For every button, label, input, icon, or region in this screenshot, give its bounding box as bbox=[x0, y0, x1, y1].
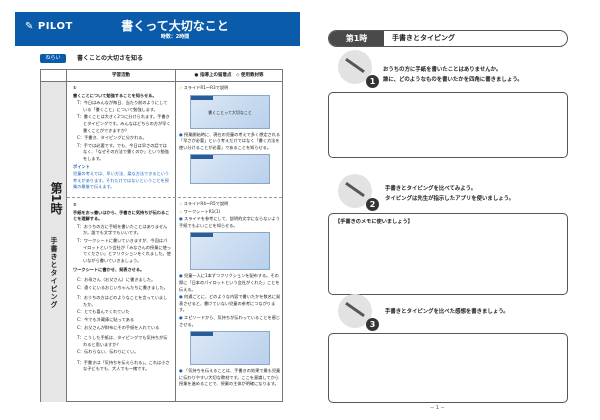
row-divider bbox=[67, 197, 282, 198]
question-1: おうちの方に手紙を書いたことはありませんか。誰に、どのようなものを書いたかを四角… bbox=[383, 65, 523, 85]
page-header: ✎ PILOT 書くって大切なこと 時数：2時間 bbox=[15, 12, 300, 46]
page-title: 書くって大切なこと bbox=[121, 19, 229, 33]
dialog-line: T：今日はみんなが毎日、当たり前のようにしている「書くこと」について勉強します。 bbox=[77, 100, 168, 112]
hours: 時数：2時間 bbox=[160, 34, 190, 40]
aim-text: 書くことの大切さを知る bbox=[77, 55, 143, 62]
answer-box-1[interactable] bbox=[328, 92, 568, 158]
note-item: 「気持ちを伝えることは、手書きの効果で最も児童に伝わりやすい大切な教材です。ここ… bbox=[179, 368, 281, 388]
item-number-badge: 2 bbox=[366, 198, 379, 211]
dialog-line: T：ワークシートに書いていきますが、今回はパイロットという会社が「みなさんの授業… bbox=[77, 237, 171, 263]
step-goal: 手紙をおっ書いはから、手書きに気持ちが伝わることを理解する。 bbox=[73, 209, 170, 222]
dialog-line: C：お父さんが財布にその手紙を入れている bbox=[77, 324, 160, 330]
worksheet-lesson-number: 第1時 bbox=[329, 31, 384, 46]
question-2: 手書きとタイピングを比べてみよう。タイピングは先生が指示したアプリを使いましょう… bbox=[385, 184, 514, 204]
material-item: スライドR4～R5で説明 bbox=[179, 201, 281, 208]
slide-thumbnail: 書くことって大切なこと bbox=[190, 94, 270, 129]
material-item: スライドR1～R3で説明 bbox=[179, 85, 281, 92]
step-goal: 書くことについて勉強することを知らせる。 bbox=[73, 92, 157, 98]
slide-thumbnail bbox=[190, 331, 270, 366]
point-text: 児童の考えでは、早い方法、楽な方法できるという考えがあります。それだけではないと… bbox=[73, 171, 170, 190]
question-line: 手書きとタイピングを比べてみよう。 bbox=[385, 186, 477, 192]
dialog-line: T：おうちの方はどのようなことを言っていましたか。 bbox=[77, 295, 168, 307]
dialog-line: C：遠くにいるおじいちゃんたちに書きました。 bbox=[77, 284, 168, 290]
question-line: 誰に、どのようなものを書いたかを四角に書きましょう。 bbox=[383, 77, 523, 83]
slide-thumbnail bbox=[190, 232, 270, 271]
dialog-line: T：こうした手紙は、タイピングでも気持ちが伝わると思いますか？ bbox=[77, 335, 168, 347]
step-1: ① 書くことについて勉強することを知らせる。 T：今日はみんなが毎日、当たり前の… bbox=[73, 85, 171, 192]
lesson-name: 手書きとタイピング bbox=[50, 237, 58, 309]
note-item: 授業開始時に、現在の児童の考えで多く想定される「早さが必要」という考えだけではな… bbox=[179, 132, 281, 152]
question-line: おうちの方に手紙を書いたことはありませんか。 bbox=[383, 67, 502, 73]
slide-caption: 書くことって大切なこと bbox=[208, 109, 252, 115]
notes-1: スライドR1～R3で説明 書くことって大切なこと 授業開始時に、現在の児童の考え… bbox=[179, 85, 281, 187]
dialog-line: C：とても喜んでくれていた bbox=[77, 309, 130, 315]
answer-box-2[interactable]: 【手書きのメモに使いましょう】 bbox=[328, 213, 568, 295]
page-number: − 1 − bbox=[430, 405, 445, 411]
lesson-label-column: 第1時 手書きとタイピング bbox=[41, 82, 67, 402]
dialog-line: T：おうちの方に手紙を書いたことはありませんか。誰でも文字でもいいです。 bbox=[77, 223, 168, 236]
worksheet-title-bar: 第1時 手書きとタイピング bbox=[328, 30, 568, 47]
dialog-line: T：手書きは「気持ちを伝えられる」。これは小さな子どもでも、大人でも一緒です。 bbox=[77, 359, 170, 372]
point-label: ポイント bbox=[73, 163, 90, 169]
sub-heading: ワークシートに書かせ、発表させる。 bbox=[73, 267, 145, 273]
lesson-number: 第1時 bbox=[49, 182, 63, 215]
pen-icon: ✎ bbox=[25, 21, 34, 32]
dialog-line: C：伝わらない、伝わりにくい。 bbox=[77, 349, 139, 355]
aim-badge: ねらい bbox=[40, 54, 66, 63]
question-line: 手書きとタイピングを比べた感想を書きましょう。 bbox=[385, 309, 509, 315]
item-number-badge: 3 bbox=[366, 318, 379, 331]
note-item: 児童一人に1本ずつフリクションを配布する。その際に「日本のパイロットという会社が… bbox=[179, 273, 281, 293]
note-item: スライドを参考にして、説明的文字にならないよう手紙でもよいことを知らせる。 bbox=[179, 216, 281, 229]
item-number-badge: 1 bbox=[366, 75, 379, 88]
question-3: 手書きとタイピングを比べた感想を書きましょう。 bbox=[385, 307, 509, 317]
step-number: ② bbox=[73, 202, 77, 207]
note-item: 何通ごとに、どのような内容で書いたかを数名に発表させると、書けていない児童の参考… bbox=[179, 294, 281, 314]
answer-box-3[interactable] bbox=[328, 333, 568, 403]
dialog-line: T：手では必要です。でも、今日は早さの話ではなく、「なぜその方法で書くのか」とい… bbox=[77, 142, 169, 161]
header-notes: ● 指導上の留意点 ◇ 使用教材等 bbox=[175, 70, 283, 82]
note-item: エピソードから、気持ちが伝わっていることを感じさせる。 bbox=[179, 315, 281, 328]
dialog-line: C：今でも冷蔵庫に貼ってある bbox=[77, 316, 135, 322]
dialog-line: C：お母さん（お父さん）に書きました。 bbox=[77, 276, 156, 282]
logo-text: PILOT bbox=[37, 21, 73, 32]
header-blank bbox=[41, 70, 67, 82]
dialog-line: C：手書き、タイピングに分かれる。 bbox=[77, 135, 147, 141]
step-2: ② 手紙をおっ書いはから、手書きに気持ちが伝わることを理解する。 T：おうちの方… bbox=[73, 202, 171, 374]
step-number: ① bbox=[73, 85, 77, 90]
memo-label: 【手書きのメモに使いましょう】 bbox=[335, 219, 413, 225]
dialog-line: T：書くことは大きく2つに分けられます。手書きとタイピングです。みんなはどちらの… bbox=[77, 114, 171, 133]
slide-thumbnail bbox=[190, 154, 270, 185]
question-line: タイピングは先生が指示したアプリを使いましょう。 bbox=[385, 196, 515, 202]
notes-2: スライドR4～R5で説明 ワークシートR1(1) スライドを参考にして、説明的文… bbox=[179, 201, 281, 389]
pilot-logo: ✎ PILOT bbox=[25, 21, 73, 32]
divider bbox=[175, 70, 176, 401]
lesson-table: 学習活動 ● 指導上の留意点 ◇ 使用教材等 第1時 手書きとタイピング ① 書… bbox=[40, 69, 283, 402]
worksheet-lesson-name: 手書きとタイピング bbox=[392, 34, 455, 42]
header-activity: 学習活動 bbox=[67, 70, 175, 82]
material-item: ワークシートR1(1) bbox=[179, 209, 281, 216]
